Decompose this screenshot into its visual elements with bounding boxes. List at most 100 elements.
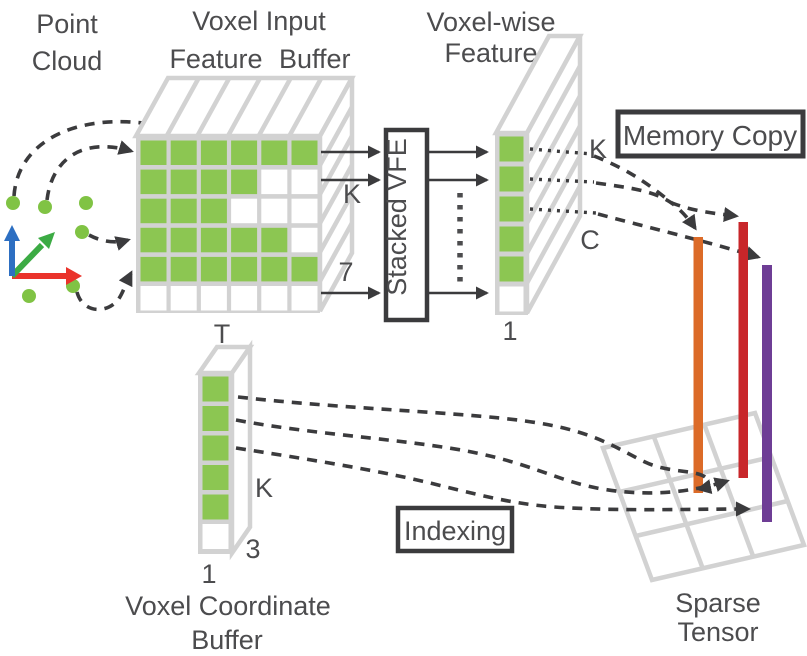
voxel-cell-empty [202, 524, 229, 549]
voxel-cell-filled [200, 198, 227, 224]
sparse-tensor-label-line1: Sparse [675, 588, 761, 618]
hatch-line [256, 76, 293, 138]
point-arc-2 [45, 140, 134, 201]
point-dot [6, 196, 20, 210]
hatch-line [287, 76, 324, 138]
point-arc-4 [75, 270, 133, 312]
hatch-line [318, 105, 354, 167]
sparse-grid-outline [599, 410, 807, 583]
point-dot [22, 289, 36, 303]
sparse-grid-line [651, 435, 705, 570]
hatch-line [525, 64, 582, 165]
voxel-cell-filled [140, 256, 167, 282]
voxelwise-row-lines [525, 64, 582, 285]
input-buffer-title-line2: Feature Buffer [169, 44, 350, 74]
voxel-cell-filled [170, 256, 197, 282]
buffer-to-vfe-arrows [321, 145, 381, 300]
input-buffer-group [132, 75, 356, 313]
voxel-cell-empty [231, 198, 258, 224]
coord-buffer-dim-3: 3 [245, 534, 260, 564]
coord-buffer-dim-1: 1 [201, 559, 216, 589]
voxel-cell-filled [291, 256, 318, 282]
voxelwise-title-line2: Feature [444, 38, 537, 68]
voxel-cell-filled [202, 494, 229, 520]
voxel-cell-filled [202, 406, 229, 431]
voxel-cell-empty [261, 169, 288, 195]
voxel-cell-filled [200, 169, 227, 195]
voxelwise-cells [499, 136, 524, 312]
memory-copy-label: Memory Copy [623, 120, 797, 151]
voxel-cell-filled [499, 196, 524, 222]
input-buffer-cells [140, 140, 318, 311]
input-buffer-dim-k: K [343, 179, 361, 209]
voxelwise-dim-1: 1 [502, 316, 517, 346]
input-buffer-dim-t: T [214, 319, 231, 349]
axis-triad-icon [4, 225, 82, 285]
index-curve-to-purple [235, 446, 752, 517]
index-curve-to-orange [237, 395, 713, 495]
voxel-cell-filled [291, 140, 318, 165]
dotted-link [529, 207, 597, 215]
voxel-cell-filled [231, 227, 258, 253]
voxel-cell-filled [170, 198, 197, 224]
voxel-cell-filled [200, 227, 227, 253]
input-buffer-dim-7: 7 [338, 257, 353, 287]
voxel-cell-filled [261, 256, 288, 282]
hatch-line [318, 192, 354, 254]
voxel-cell-filled [231, 256, 258, 282]
voxel-cell-filled [261, 140, 288, 165]
index-curve-to-red [235, 418, 730, 495]
point-cloud-group [4, 118, 179, 312]
voxel-cell-filled [140, 227, 167, 253]
hatch-line [318, 221, 354, 283]
z-axis-arrowhead [4, 225, 20, 241]
hatch-line [525, 154, 582, 255]
voxel-cell-empty [291, 169, 318, 195]
coord-buffer-label-line1: Voxel Coordinate [125, 591, 331, 621]
voxel-cell-filled [261, 227, 288, 253]
hatch-line [525, 124, 582, 225]
hatch-line [318, 163, 354, 225]
voxel-cell-filled [170, 140, 197, 165]
input-buffer-right-hatch [318, 105, 354, 283]
memory-copy-box [615, 109, 806, 159]
coord-buffer-cells [202, 376, 229, 549]
hatch-line [318, 134, 354, 196]
voxel-cell-empty [200, 286, 227, 311]
input-buffer-front-frame [136, 136, 320, 313]
coord-buffer-front-frame [198, 372, 234, 554]
voxel-cell-filled [231, 169, 258, 195]
voxel-cell-filled [170, 169, 197, 195]
sparse-tensor-label-line2: Tensor [677, 617, 758, 647]
voxel-cell-empty [291, 227, 318, 253]
voxel-cell-filled [202, 376, 229, 402]
hatch-line [525, 184, 582, 285]
voxel-cell-empty [291, 286, 318, 311]
voxel-cell-empty [261, 286, 288, 311]
point-arc-3 [88, 233, 131, 251]
voxel-cell-empty [291, 198, 318, 224]
hatch-line [226, 76, 262, 138]
purple-bar [762, 265, 772, 522]
vfe-to-feature-arrows [428, 145, 489, 300]
indexing-label: Indexing [404, 516, 506, 546]
voxel-cell-filled [499, 136, 524, 162]
y-axis-arrow [9, 242, 45, 279]
sparse-tensor-bars [693, 222, 772, 522]
sparse-tensor-grid [599, 410, 807, 583]
copy-curve-to-orange [595, 181, 697, 231]
coord-buffer-dim-k: K [255, 473, 273, 503]
voxelwise-group [492, 33, 584, 315]
point-cloud-label-line2: Cloud [32, 46, 103, 76]
voxel-cell-filled [200, 140, 227, 165]
red-bar [738, 222, 748, 478]
hatch-line [195, 76, 232, 138]
hatch-line [164, 76, 201, 138]
dotted-link [529, 147, 593, 156]
voxel-cell-filled [231, 140, 258, 165]
input-buffer-top-hatch [164, 76, 324, 138]
y-axis-arrowhead [38, 232, 55, 249]
point-dot [75, 225, 89, 239]
